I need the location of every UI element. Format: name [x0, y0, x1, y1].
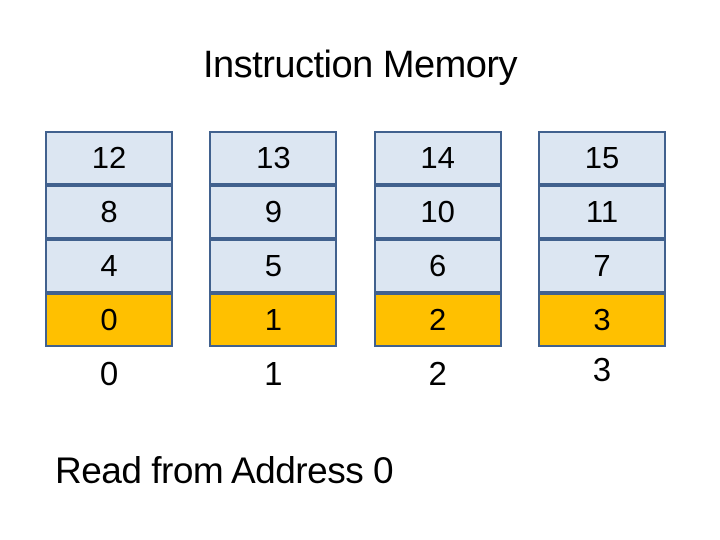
memory-column-0: 12 8 4 0 0: [45, 131, 173, 390]
memory-cell: 5: [209, 239, 338, 293]
memory-cell-highlighted: 2: [373, 293, 502, 347]
memory-cell-highlighted: 1: [209, 293, 338, 347]
memory-cell: 14: [373, 131, 502, 185]
address-label: 0: [99, 355, 119, 392]
address-label: 1: [264, 355, 283, 392]
memory-cell-highlighted: 3: [537, 293, 666, 347]
memory-cell: 10: [373, 185, 502, 239]
memory-column-2: 14 10 6 2 2: [373, 131, 502, 392]
memory-cell: 8: [45, 185, 173, 239]
caption: Read from Address 0: [55, 450, 394, 491]
address-label: 3: [592, 351, 612, 388]
memory-cell: 9: [209, 185, 338, 239]
memory-grid: 12 8 4 0 0 13 9 5 1 1 14 10 6 2 2 15 11 …: [45, 131, 666, 390]
memory-cell: 11: [537, 185, 666, 239]
slide-title: Instruction Memory: [202, 44, 518, 86]
memory-cell: 12: [45, 131, 173, 185]
memory-cell: 15: [537, 131, 666, 185]
memory-column-1: 13 9 5 1 1: [209, 131, 338, 392]
memory-cell: 4: [45, 239, 173, 293]
memory-cell-highlighted: 0: [45, 293, 173, 347]
address-label: 2: [428, 355, 447, 392]
memory-cell: 6: [373, 239, 502, 293]
memory-cell: 13: [209, 131, 338, 185]
memory-column-3: 15 11 7 3 3: [537, 131, 666, 390]
memory-cell: 7: [537, 239, 666, 293]
